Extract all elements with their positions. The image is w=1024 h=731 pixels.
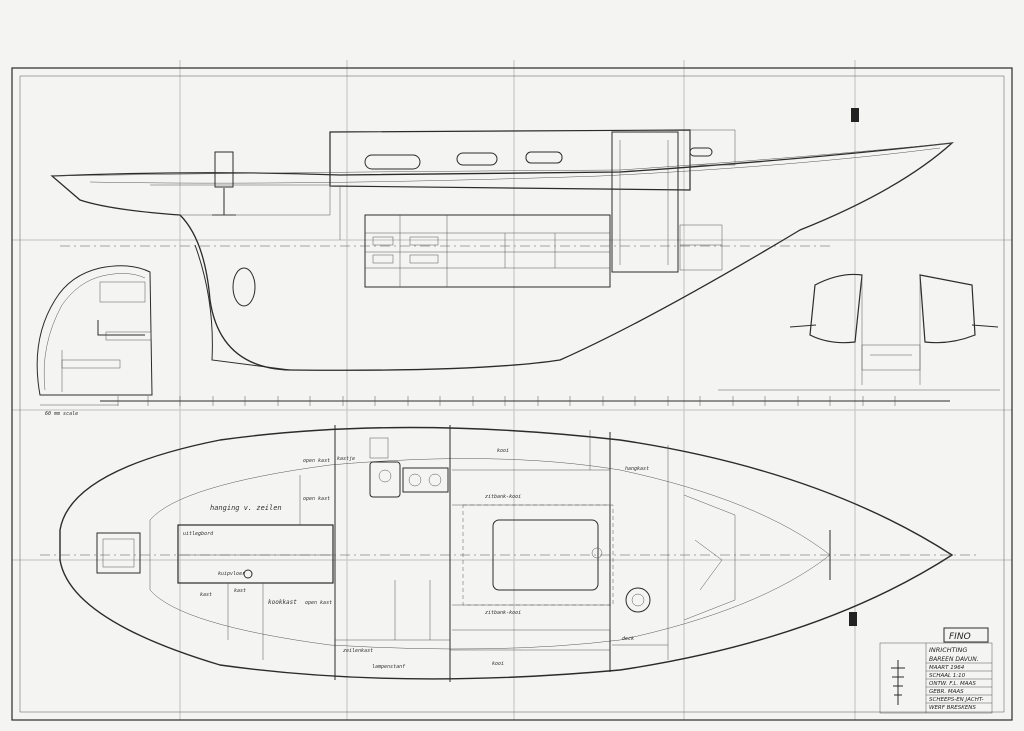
title-line-3: MAART 1964	[929, 665, 965, 671]
cross-section-view	[718, 273, 1000, 391]
drawing-inner-border	[19, 75, 1005, 713]
porthole-3	[525, 151, 563, 164]
label-uitlegbord: uitlegbord	[183, 531, 214, 537]
label-zeilenkast: zeilenkast	[343, 648, 373, 654]
title-box	[943, 627, 989, 643]
title-line-1: INRICHTING	[929, 646, 967, 654]
title-block: FINO INRICHTING BAREEN DAVUN. MAART 1964…	[879, 627, 993, 714]
label-open-kast-1: open kast	[303, 458, 330, 464]
scale-note: 60 mm scale	[45, 411, 78, 417]
label-kastje: kastje	[337, 456, 355, 462]
title-table	[879, 642, 993, 714]
label-kuipvloer: kuipvloer	[218, 571, 245, 577]
drawing-border	[11, 67, 1013, 721]
title-line-5: ONTW. F.L. MAAS	[929, 681, 976, 687]
title-line-2: BAREEN DAVUN.	[929, 656, 979, 663]
label-open-kast-2: open kast	[303, 496, 330, 502]
label-hanging-zeilen: hanging v. zeilen	[210, 504, 282, 512]
shipyard-logo	[891, 660, 905, 705]
tape-mark-bottom	[849, 612, 857, 626]
label-kookkast: kookkast	[268, 599, 297, 606]
label-kooi-top: kooi	[497, 448, 509, 454]
porthole-2	[456, 152, 498, 166]
label-zitbank-kooi-bottom: zitbank-kooi	[485, 610, 521, 616]
label-deck: deck	[622, 636, 634, 642]
title-line-4: SCHAAL 1:10	[929, 673, 966, 679]
label-kast-1: kast	[200, 592, 212, 598]
detail-section-view: 60 mm scale	[36, 265, 153, 417]
fold-lines	[12, 60, 1012, 720]
side-profile-view	[50, 129, 954, 406]
label-hangkast: hangkast	[625, 466, 649, 472]
label-lampenstanf: lampenstanf	[372, 664, 406, 670]
interior-furniture	[364, 214, 611, 288]
cockpit	[177, 524, 334, 584]
label-kast-2: kast	[234, 588, 246, 594]
plan-view: hanging v. zeilen kastje open kast open …	[40, 425, 980, 682]
title-line-8: WERF BRESKENS	[929, 705, 976, 711]
title-line-7: SCHEEPS-EN JACHT-	[929, 697, 983, 703]
propeller-aperture	[232, 267, 256, 307]
label-kooi-bottom: kooi	[492, 661, 504, 667]
title-line-6: GEBR. MAAS	[929, 689, 964, 695]
porthole-1	[364, 154, 421, 170]
label-open-kast-3: open kast	[305, 600, 332, 606]
tape-mark-top	[851, 108, 859, 122]
label-zitbank-kooi-top: zitbank-kooi	[485, 494, 521, 500]
drawing-name: FINO	[949, 632, 971, 642]
